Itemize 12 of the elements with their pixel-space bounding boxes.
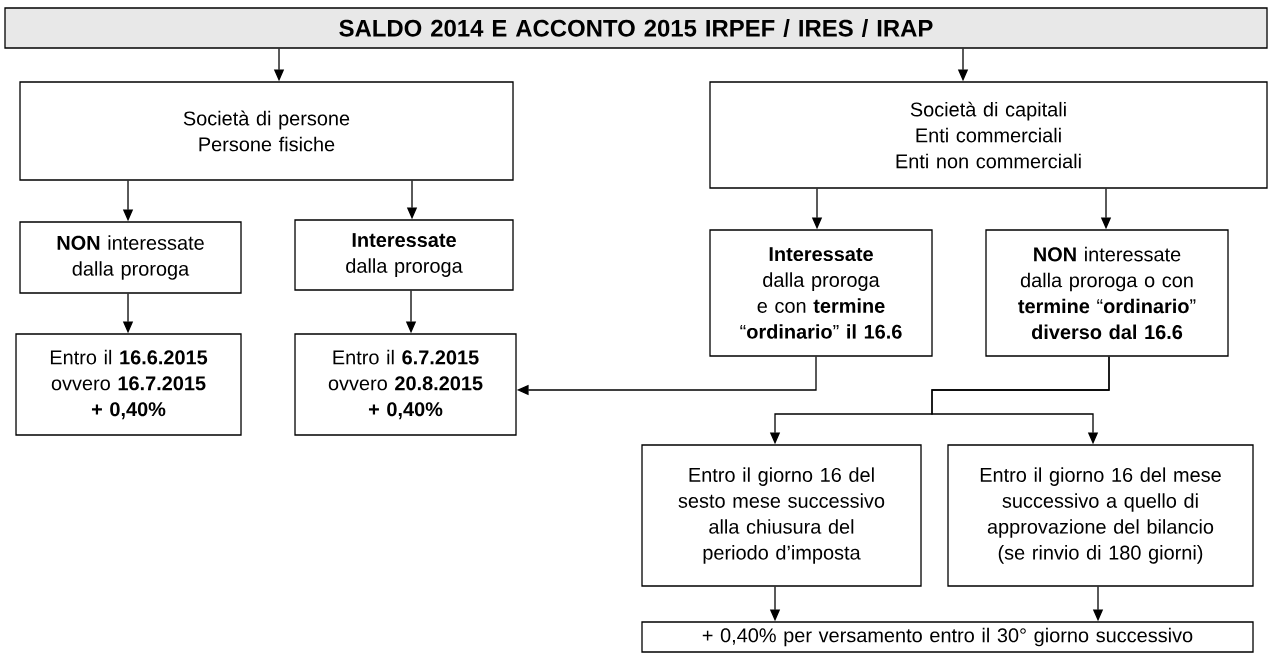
process-box: Interessate dalla proroga e con termine “ordinario” il 16.6 (709, 229, 933, 357)
process-box: Società di persone Persone fisiche (19, 81, 514, 181)
process-box: Entro il 16.6.2015 ovvero 16.7.2015 + 0,40% (15, 333, 242, 436)
process-box: NON interessate dalla proroga o con termine “ordinario” diverso dal 16.6 (985, 229, 1229, 357)
process-box: NON interessate dalla proroga (19, 221, 242, 294)
process-box: Entro il giorno 16 del mese successivo a quello di approvazione del bilancio (se rinvio di 180 giorni) (947, 444, 1254, 587)
title-box: SALDO 2014 E ACCONTO 2015 IRPEF / IRES / IRAP (4, 7, 1268, 49)
process-box: + 0,40% per versamento entro il 30° giorno successivo (641, 621, 1254, 653)
process-box: Interessate dalla proroga (294, 219, 514, 291)
process-box: Società di capitali Enti commerciali Enti non commerciali (709, 81, 1268, 189)
process-box: Entro il 6.7.2015 ovvero 20.8.2015 + 0,40% (294, 333, 517, 436)
process-box: Entro il giorno 16 del sesto mese successivo alla chiusura del periodo d’imposta (641, 444, 922, 587)
